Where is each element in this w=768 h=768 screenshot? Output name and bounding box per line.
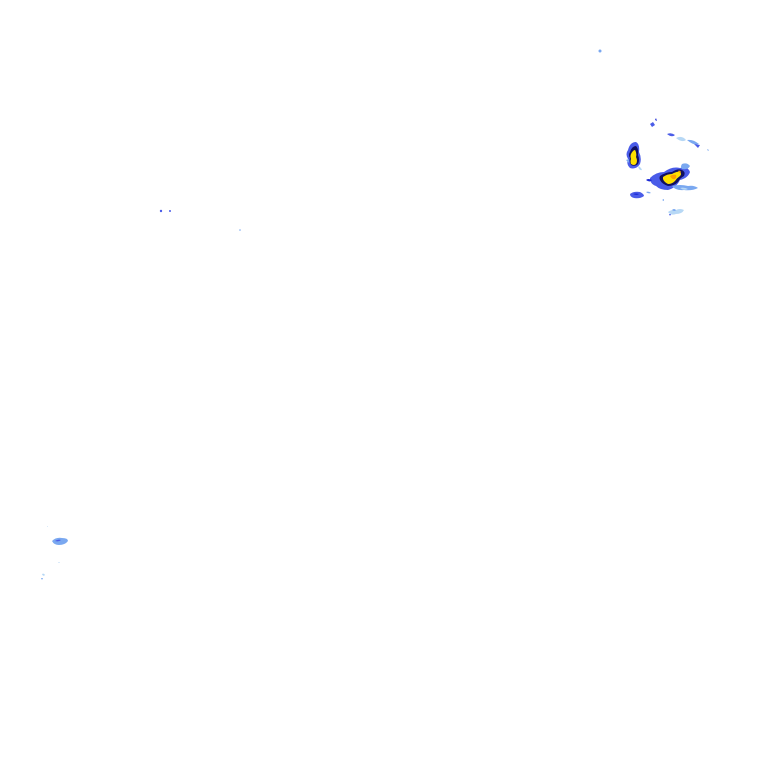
echo-speck bbox=[169, 210, 171, 212]
echo-speck bbox=[598, 49, 602, 53]
echo-cluster-southwest bbox=[41, 526, 68, 580]
echo-speck bbox=[239, 229, 241, 231]
storm-cluster-northeast bbox=[626, 118, 709, 216]
echo-speck bbox=[159, 209, 163, 213]
